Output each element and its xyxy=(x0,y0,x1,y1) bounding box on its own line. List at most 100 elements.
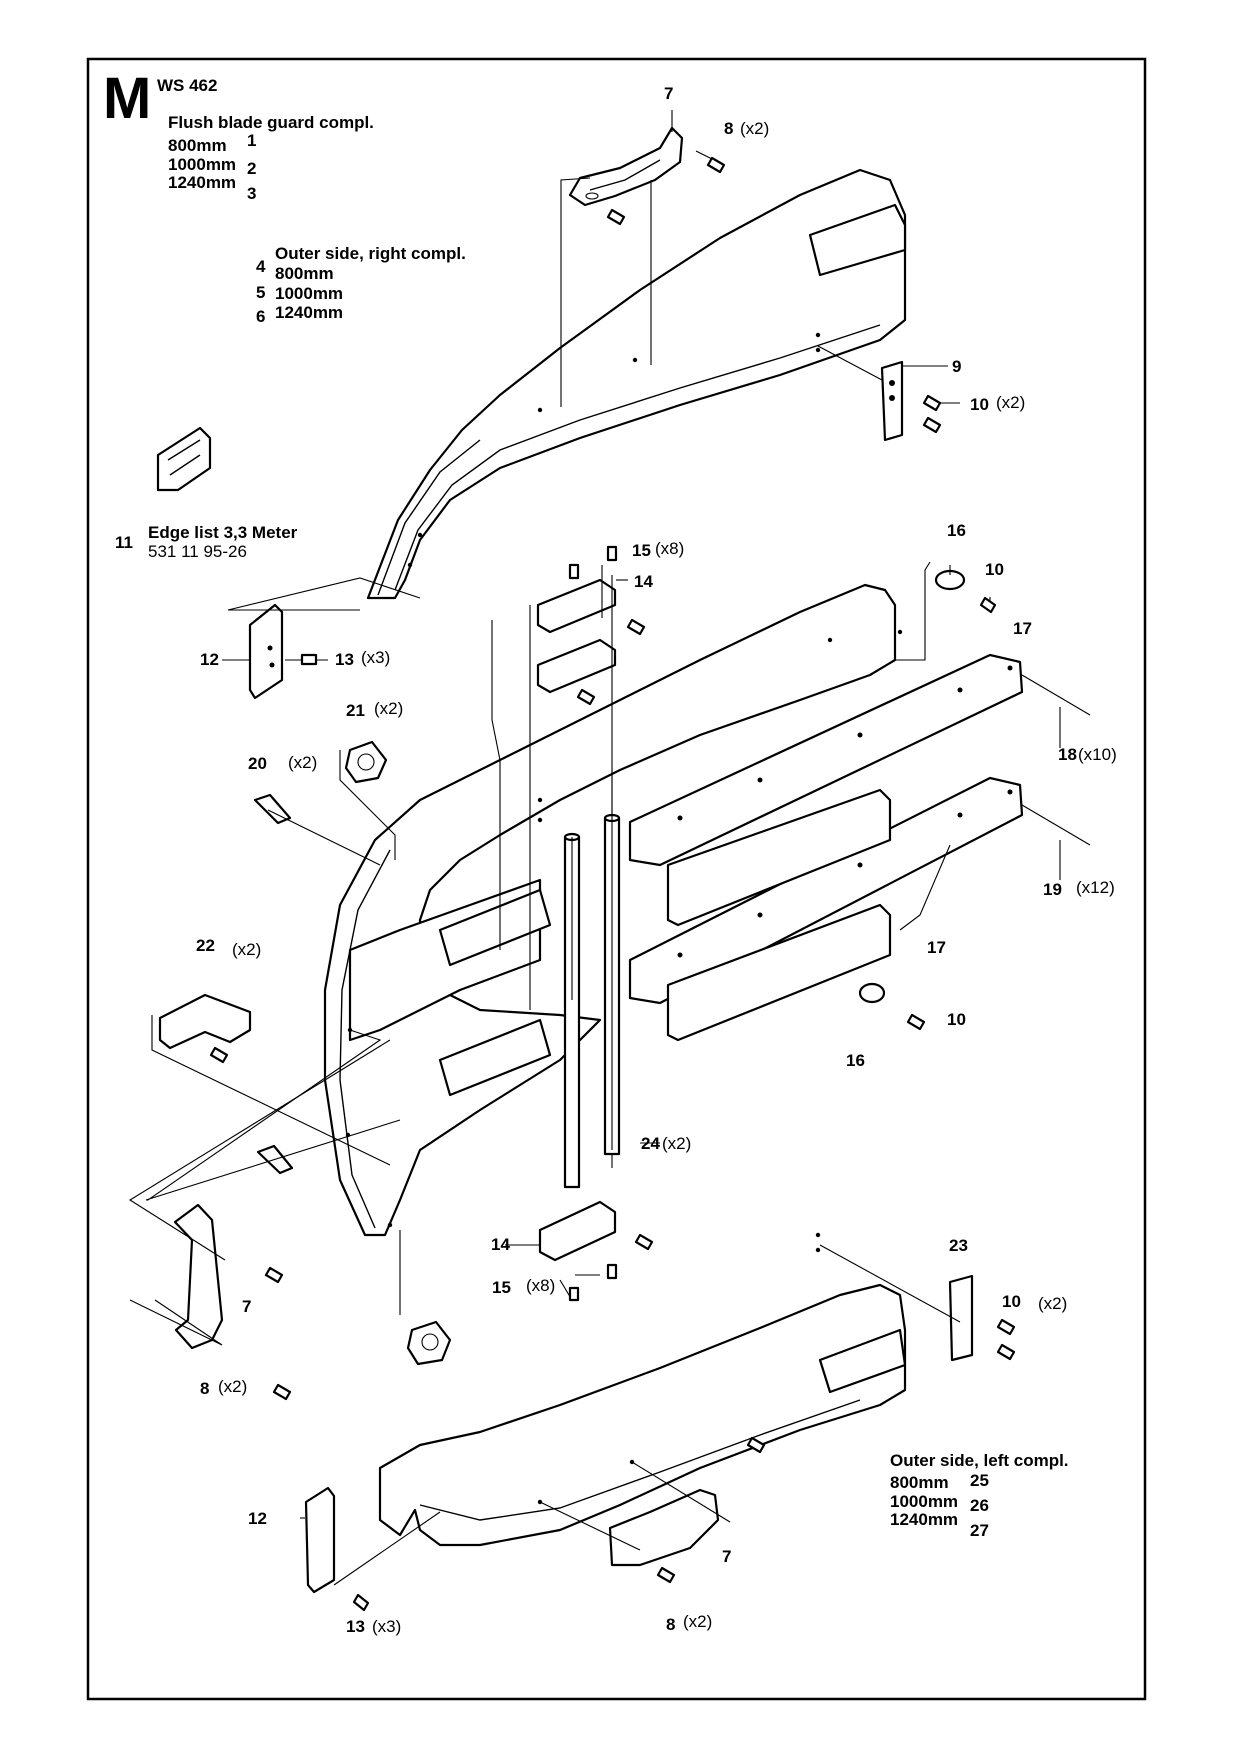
variant-ref: 5 xyxy=(256,283,265,302)
edge-list-part-number: 531 11 95-26 xyxy=(148,542,247,561)
screws xyxy=(209,156,1016,1612)
callout-ref: 17 xyxy=(1013,619,1032,638)
group-title: Outer side, right compl. xyxy=(275,244,466,263)
main-plate xyxy=(323,583,903,1237)
callout-qty: (x8) xyxy=(655,539,684,558)
callout-ref: 10 xyxy=(1002,1292,1021,1311)
edge-list-legend: 11 Edge list 3,3 Meter 531 11 95-26 xyxy=(115,523,298,561)
handle-left xyxy=(173,1203,224,1350)
strip-17-lower xyxy=(628,776,1024,1005)
callout-ref: 16 xyxy=(846,1051,865,1070)
outer-side-right-part xyxy=(366,168,907,600)
variant-size: 800mm xyxy=(890,1473,949,1492)
bracket-14-bottom xyxy=(538,1200,617,1262)
leader-lines xyxy=(128,110,1091,1586)
knob-21-upper xyxy=(344,740,388,784)
callout-ref: 9 xyxy=(952,357,961,376)
callout-ref: 23 xyxy=(949,1236,968,1255)
callout-ref: 20 xyxy=(248,754,267,773)
bracket-22 xyxy=(158,993,252,1050)
callout-ref: 15 xyxy=(492,1278,511,1297)
callout-ref: 13 xyxy=(335,650,354,669)
group-title: Outer side, left compl. xyxy=(890,1451,1069,1470)
variant-ref: 3 xyxy=(247,184,256,203)
callout-ref: 10 xyxy=(985,560,1004,579)
callout-qty: (x2) xyxy=(740,119,769,138)
variant-size: 1000mm xyxy=(168,155,236,174)
callout-qty: (x2) xyxy=(1038,1294,1067,1313)
variant-ref: 4 xyxy=(256,257,266,276)
variant-size: 1000mm xyxy=(890,1492,958,1511)
callout-qty: (x2) xyxy=(374,699,403,718)
callout-qty: (x2) xyxy=(662,1134,691,1153)
callout-ref: 7 xyxy=(722,1547,731,1566)
variant-size: 1240mm xyxy=(168,173,236,192)
outer-side-right-legend: Outer side, right compl. 4 800mm 5 1000m… xyxy=(256,244,466,326)
callout-ref: 19 xyxy=(1043,880,1062,899)
variant-ref: 25 xyxy=(970,1471,989,1490)
callout-qty: (x2) xyxy=(683,1612,712,1631)
variant-ref: 2 xyxy=(247,159,256,178)
variant-size: 800mm xyxy=(168,136,227,155)
callout-ref: 12 xyxy=(200,650,219,669)
callout-ref: 24 xyxy=(641,1134,660,1153)
callout-ref: 12 xyxy=(248,1509,267,1528)
section-letter: M xyxy=(103,66,151,131)
edge-list-part xyxy=(156,426,212,492)
callout-ref: 8 xyxy=(200,1379,209,1398)
bracket-14-top xyxy=(536,578,617,694)
callout-ref: 14 xyxy=(491,1235,510,1254)
callout-ref: 17 xyxy=(927,938,946,957)
edge-list-title: Edge list 3,3 Meter xyxy=(148,523,298,542)
bracket-12-upper xyxy=(248,603,284,700)
knob-21-lower xyxy=(406,1320,452,1366)
callout-qty: (x2) xyxy=(218,1377,247,1396)
variant-ref: 27 xyxy=(970,1521,989,1540)
strip-inner-lower xyxy=(666,903,892,1042)
callout-ref: 10 xyxy=(970,395,989,414)
outer-side-left-legend: Outer side, left compl. 800mm 25 1000mm … xyxy=(890,1451,1069,1540)
model-name: WS 462 xyxy=(157,76,217,95)
callout-ref: 10 xyxy=(947,1010,966,1029)
handle-top xyxy=(568,126,684,207)
handle-bottom xyxy=(608,1488,720,1567)
variant-ref: 1 xyxy=(247,131,256,150)
variant-size: 1240mm xyxy=(890,1510,958,1529)
callout-qty: (x10) xyxy=(1078,745,1117,764)
callout-qty: (x2) xyxy=(288,753,317,772)
callout-qty: (x3) xyxy=(361,648,390,667)
callout-ref: 16 xyxy=(947,521,966,540)
callout-ref: 22 xyxy=(196,936,215,955)
outer-side-left-part xyxy=(378,1232,907,1547)
callout-ref: 21 xyxy=(346,701,365,720)
callout-ref: 15 xyxy=(632,541,651,560)
strip-inner-upper xyxy=(666,788,892,927)
callout-ref: 7 xyxy=(242,1297,251,1316)
callout-qty: (x3) xyxy=(372,1617,401,1636)
callout-ref: 13 xyxy=(346,1617,365,1636)
bolt-20 xyxy=(253,793,294,1175)
callout-ref: 8 xyxy=(724,119,733,138)
washer-16-bottom xyxy=(858,982,886,1004)
callout-qty: (x2) xyxy=(232,940,261,959)
callout-ref: 18 xyxy=(1058,745,1077,764)
edge-list-ref: 11 xyxy=(115,533,133,552)
group-title: Flush blade guard compl. xyxy=(168,113,374,132)
bracket-12-lower xyxy=(304,1486,336,1594)
tube-24 xyxy=(563,813,621,1189)
callout-qty: (x2) xyxy=(996,393,1025,412)
variant-ref: 6 xyxy=(256,307,265,326)
strip-17-upper xyxy=(628,653,1024,867)
callout-qty: (x8) xyxy=(526,1276,555,1295)
variant-ref: 26 xyxy=(970,1496,989,1515)
variant-size: 800mm xyxy=(275,264,334,283)
variant-size: 1000mm xyxy=(275,284,343,303)
bracket-23 xyxy=(948,1274,974,1362)
callouts: 7 8 (x2) 9 10 (x2) 15 (x8) 14 16 10 17 1… xyxy=(196,84,1117,1636)
flush-blade-guard-legend: Flush blade guard compl. 800mm 1 1000mm … xyxy=(168,113,374,203)
variant-size: 1240mm xyxy=(275,303,343,322)
callout-ref: 14 xyxy=(634,572,653,591)
callout-qty: (x12) xyxy=(1076,878,1115,897)
page-frame xyxy=(86,57,1147,1701)
